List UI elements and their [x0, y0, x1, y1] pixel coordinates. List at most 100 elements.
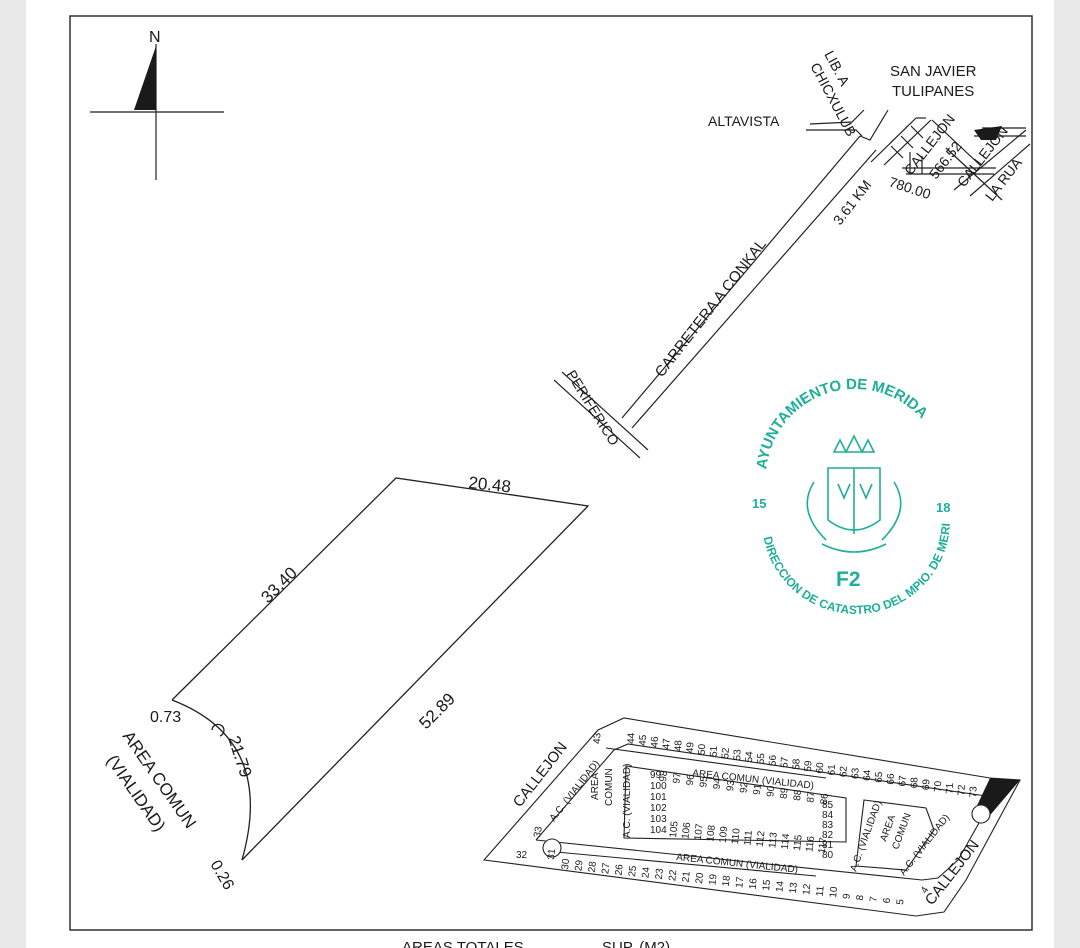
lot-number: 62	[838, 765, 849, 777]
lot-number: 24	[640, 866, 652, 879]
seal-right-number: 18	[936, 500, 950, 515]
lot-number: 21	[681, 870, 693, 883]
lot-number: 107	[693, 823, 706, 841]
coat-of-arms-icon	[806, 434, 902, 553]
lot-number: 10	[828, 886, 840, 899]
lot-number: 50	[697, 743, 708, 755]
lot-number: 69	[921, 778, 932, 790]
lot-number: 57	[779, 756, 790, 768]
lot-number: 83	[822, 820, 834, 831]
lot-number: 25	[627, 865, 639, 878]
lot-number: 104	[650, 825, 667, 836]
location-map	[553, 109, 1031, 459]
lot-number: 92	[738, 781, 750, 794]
lot-number: 112	[755, 830, 768, 847]
lot-number: 86	[819, 792, 831, 805]
lot-number: 88	[792, 789, 804, 802]
dist-780-label: 780.00	[887, 174, 933, 203]
lot-number: 7	[868, 895, 880, 902]
side-right-label: 52.89	[415, 689, 459, 733]
lot-number: 64	[862, 769, 873, 781]
lot-number: 27	[600, 862, 612, 875]
lot-number: 100	[650, 781, 667, 792]
lot-number: 111	[742, 829, 755, 846]
lot-number: 73	[968, 786, 979, 798]
periferico-label: PERIFERICO	[563, 367, 622, 448]
lot-number: 94	[712, 777, 724, 790]
lot-number: 82	[822, 830, 834, 841]
municipal-seal: AYUNTAMIENTO DE MERIDA DIRECCION DE CATA…	[26, 0, 953, 617]
lot-number: 5	[895, 898, 907, 905]
lot-number: 116	[804, 835, 817, 852]
callejon-right-label: CALLEJON	[922, 837, 983, 909]
lot-number: 49	[685, 741, 696, 753]
lot-number: 95	[698, 775, 710, 788]
lot-number: 28	[587, 860, 599, 873]
lot-number: 80	[822, 850, 834, 861]
lot-number: 96	[685, 773, 697, 786]
lot-number: 115	[792, 834, 805, 851]
lot-number: 72	[956, 784, 967, 796]
lot-number: 67	[897, 775, 908, 787]
seal-code: F2	[836, 568, 861, 591]
lot-number: 114	[780, 833, 793, 850]
lot-number: 48	[673, 740, 684, 752]
lot-number: 61	[827, 764, 838, 776]
lot-number: 4	[919, 885, 932, 896]
survey-plan: N LIB. A CHICXULUB ALTAVISTA SAN JAVIER …	[26, 0, 1033, 948]
lot-number: 101	[650, 792, 667, 803]
lot-number: 65	[874, 771, 885, 783]
lot-number: 87	[805, 791, 817, 804]
lot-number: 110	[730, 827, 743, 844]
area-comun-left-2: COMUN	[604, 768, 615, 806]
lot-number: 102	[650, 803, 667, 814]
lot-number: 84	[822, 810, 834, 821]
lot-number: 6	[882, 897, 894, 904]
areas-totales-label: AREAS TOTALES	[402, 939, 524, 948]
lot-number: 90	[765, 785, 777, 798]
lot-number: 74	[987, 786, 1002, 802]
lot-number: 29	[573, 859, 585, 872]
lot-number: 60	[815, 762, 826, 774]
lot-number: 108	[705, 824, 718, 842]
lot-number: 53	[732, 749, 743, 761]
lot-number: 113	[767, 831, 780, 848]
seal-left-number: 15	[752, 496, 766, 511]
drawing-frame	[69, 15, 1033, 931]
corner-circle-right	[971, 804, 991, 824]
lot-number: 70	[933, 780, 944, 792]
sup-label: SUP. (M2)	[602, 939, 670, 948]
lot-number: 51	[709, 745, 720, 757]
corner-bottom-label: 0.26	[207, 858, 237, 894]
ac-vialidad-left: A.C. (VIALIDAD)	[622, 764, 633, 838]
lot-number: 85	[822, 800, 834, 811]
lot-number: 59	[803, 760, 814, 772]
lot-number: 98	[658, 770, 670, 783]
lot-number: 68	[909, 777, 920, 789]
lot-location-marker	[974, 126, 1002, 140]
lot-number: 30	[560, 858, 572, 871]
lot-number: 17	[734, 876, 746, 889]
lot-number: 13	[788, 881, 800, 894]
corner-circle-left	[542, 838, 562, 858]
side-top-label: 20.48	[468, 473, 512, 496]
lot-polygon	[171, 477, 590, 861]
lot-number: 54	[744, 751, 755, 763]
arc-label: 21.79	[224, 733, 255, 779]
lot-number: 31	[546, 848, 558, 861]
lot-number: 91	[752, 783, 764, 796]
lot-number: 109	[718, 825, 731, 843]
lot-number: 56	[768, 754, 779, 766]
lot-number: 66	[886, 773, 897, 785]
tulipanes-label: TULIPANES	[892, 83, 974, 100]
lot-number: 9	[841, 893, 853, 900]
lot-number: 52	[720, 747, 731, 759]
svg-text:AYUNTAMIENTO DE MERIDA: AYUNTAMIENTO DE MERIDA	[753, 376, 931, 470]
lot-number: 97	[671, 772, 683, 785]
side-left-label: 33.40	[257, 563, 301, 607]
lot-number: 15	[761, 879, 773, 892]
lot-number: 33	[532, 825, 545, 838]
